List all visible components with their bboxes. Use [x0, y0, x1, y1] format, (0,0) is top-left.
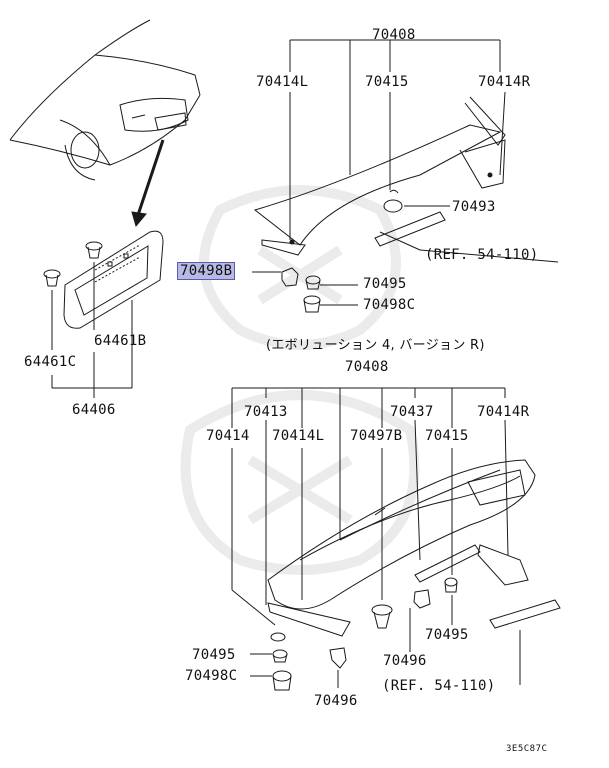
label-70415-bot: 70415 [425, 428, 469, 444]
nut-70495-top [305, 275, 321, 290]
label-70413: 70413 [244, 404, 288, 420]
label-70414L-top: 70414L [256, 74, 309, 90]
nut-70495-bl [270, 632, 286, 642]
label-70498B-highlighted[interactable]: 70498B [177, 262, 236, 280]
label-70497B: 70497B [350, 428, 403, 444]
label-70495-top: 70495 [363, 276, 407, 292]
label-70415-top: 70415 [365, 74, 409, 90]
clip-70496-left [329, 647, 347, 669]
label-70414R-top: 70414R [478, 74, 531, 90]
watermark-crest [180, 185, 420, 575]
car-rear-sketch [9, 19, 201, 181]
label-64461B: 64461B [94, 333, 147, 349]
label-70493: 70493 [452, 199, 496, 215]
clip-64461B [85, 241, 103, 259]
bracket-ref-top [374, 211, 446, 247]
arrow-shaft [136, 139, 165, 216]
label-64406: 64406 [72, 402, 116, 418]
nut-70495-bl2 [272, 649, 288, 663]
nut-70498B [281, 267, 299, 287]
grommet-70493 [383, 199, 403, 213]
label-70496-left: 70496 [314, 693, 358, 709]
nut-70495-br [444, 577, 458, 593]
label-70414: 70414 [206, 428, 250, 444]
arrow-head [131, 211, 147, 228]
label-70498C-bot: 70498C [185, 668, 238, 684]
clip-64461C [43, 269, 61, 287]
label-70408-bot: 70408 [345, 359, 389, 375]
label-64461C: 64461C [24, 354, 77, 370]
diagram-code: 3E5C87C [506, 744, 548, 754]
panel-70414R [477, 544, 529, 586]
bracket-ref-bot [489, 599, 561, 629]
label-ref-top: (REF. 54-110) [425, 247, 539, 263]
label-ref-bot: (REF. 54-110) [382, 678, 496, 694]
bracket-70437 [414, 544, 481, 583]
label-70496-mid: 70496 [383, 653, 427, 669]
label-70414R-bot: 70414R [477, 404, 530, 420]
nut-70498C-top [303, 295, 321, 313]
garnish-64406 [63, 230, 164, 329]
clip-70496-mid [413, 589, 431, 609]
clip-70415-top [389, 189, 399, 194]
label-70414L-bot: 70414L [272, 428, 325, 444]
variant-note: (エボリューション 4, バージョン R) [266, 338, 485, 353]
spoiler-bottom [267, 459, 536, 610]
panel-70414L [267, 602, 351, 637]
label-70498C-top: 70498C [363, 297, 416, 313]
label-70437: 70437 [390, 404, 434, 420]
label-70495-left: 70495 [192, 647, 236, 663]
nut-70498C-bl [272, 670, 292, 691]
spoiler-top [253, 96, 506, 256]
label-70495-right: 70495 [425, 627, 469, 643]
label-70408-top: 70408 [372, 27, 416, 43]
clip-70497B [371, 604, 393, 629]
